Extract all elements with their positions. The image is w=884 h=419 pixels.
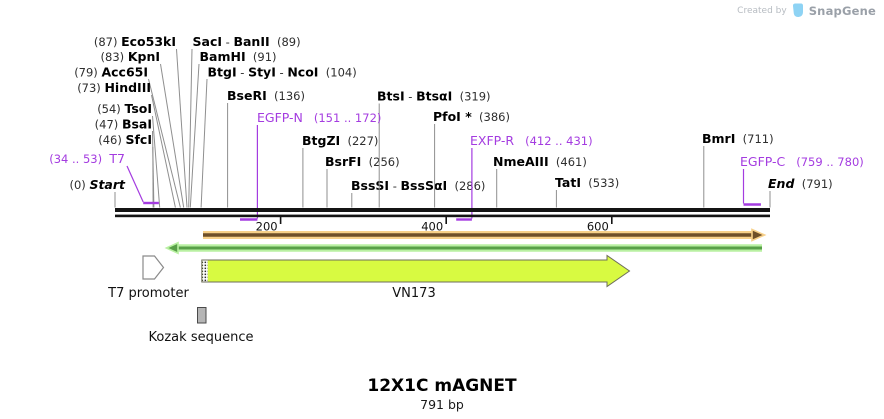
- site-leader-btgi-styi-ncoi: [200, 78, 208, 208]
- site-label-hindiii[interactable]: (73) HindIII: [77, 80, 151, 95]
- site-label-eco53ki[interactable]: (87) Eco53kI: [94, 34, 176, 49]
- site-leader-hindiii: [151, 94, 176, 208]
- ruler-label-600: 600: [587, 220, 609, 234]
- primer-leader-t7: [126, 165, 144, 203]
- kozak-label[interactable]: Kozak sequence: [149, 330, 254, 345]
- site-label-kpni[interactable]: (83) KpnI: [101, 49, 160, 64]
- site-label-tsoi[interactable]: (54) TsoI: [97, 101, 152, 116]
- brand-name-text: SnapGene: [808, 3, 876, 18]
- site-label-bseri[interactable]: BseRI (136): [227, 88, 305, 103]
- cds-vn173-label[interactable]: VN173: [392, 286, 435, 301]
- dna-top-strand: [115, 208, 770, 212]
- site-label-bmri[interactable]: BmrI (711): [702, 131, 774, 146]
- kozak-box-icon[interactable]: [197, 307, 207, 324]
- dna-bottom-strand: [115, 214, 770, 218]
- snapgene-logo-icon: [792, 3, 803, 18]
- site-leader-acc65i: [148, 78, 181, 208]
- site-label-start[interactable]: (0) Start: [69, 177, 126, 192]
- site-label-bsai[interactable]: (47) BsaI: [95, 117, 152, 132]
- branding: Created by SnapGene: [737, 3, 876, 18]
- site-label-nmeaiii[interactable]: NmeAIII (461): [493, 154, 587, 169]
- primer-label-exfp-r[interactable]: EXFP-R (412 .. 431): [470, 133, 593, 148]
- site-label-bamhi[interactable]: BamHI (91): [200, 49, 277, 64]
- site-label-tati[interactable]: TatI (533): [555, 175, 619, 190]
- site-label-btsi-btsai[interactable]: BtsI - BtsαI (319): [377, 89, 491, 104]
- promoter-label[interactable]: T7 promoter: [107, 286, 189, 301]
- ruler-label-200: 200: [256, 220, 278, 234]
- site-label-end[interactable]: End (791): [768, 176, 833, 191]
- cds-vn173-arrow[interactable]: [201, 254, 631, 288]
- primer-label-t7[interactable]: (34 .. 53) T7: [49, 151, 125, 166]
- primer-label-egfp-c[interactable]: EGFP-C (759 .. 780): [740, 154, 864, 169]
- site-label-sfci[interactable]: (46) SfcI: [98, 132, 152, 147]
- site-leader-bamhi: [189, 63, 200, 208]
- site-leader-tsoi: [152, 115, 161, 208]
- site-label-pfoi[interactable]: PfoI * (386): [433, 109, 510, 124]
- ruler-tick-200: [279, 217, 282, 224]
- site-label-btgi-styi-ncoi[interactable]: BtgI - StyI - NcoI (104): [208, 65, 357, 80]
- map-title: 12X1C mAGNET: [367, 376, 517, 396]
- orf-forward-arrowhead-icon: [751, 228, 767, 242]
- ruler-tick-600: [611, 217, 613, 224]
- primer-label-egfp-n[interactable]: EGFP-N (151 .. 172): [257, 110, 381, 125]
- site-leader-kpni: [160, 63, 185, 208]
- promoter-arrow-icon[interactable]: [142, 255, 165, 280]
- site-label-bsssi-bsssai[interactable]: BssSI - BssSαI (286): [351, 178, 485, 193]
- map-length: 791 bp: [420, 396, 464, 412]
- site-label-btgzi[interactable]: BtgZI (227): [302, 133, 378, 148]
- site-label-bsrfi[interactable]: BsrFI (256): [325, 154, 400, 169]
- site-label-acc65i[interactable]: (79) Acc65I: [74, 65, 148, 80]
- site-leader-saci-banii: [188, 48, 193, 208]
- cds-truncated-edge-hatch: [202, 260, 208, 282]
- ruler-tick-400: [445, 217, 447, 224]
- title-block: 12X1C mAGNET 791 bp: [0, 376, 884, 412]
- created-by-text: Created by: [737, 5, 787, 16]
- site-label-saci-banii[interactable]: SacI - BanII (89): [193, 34, 301, 49]
- orf-reverse-arrowhead-icon: [164, 241, 179, 255]
- site-leader-eco53ki: [176, 48, 188, 208]
- ruler-label-400: 400: [421, 220, 443, 234]
